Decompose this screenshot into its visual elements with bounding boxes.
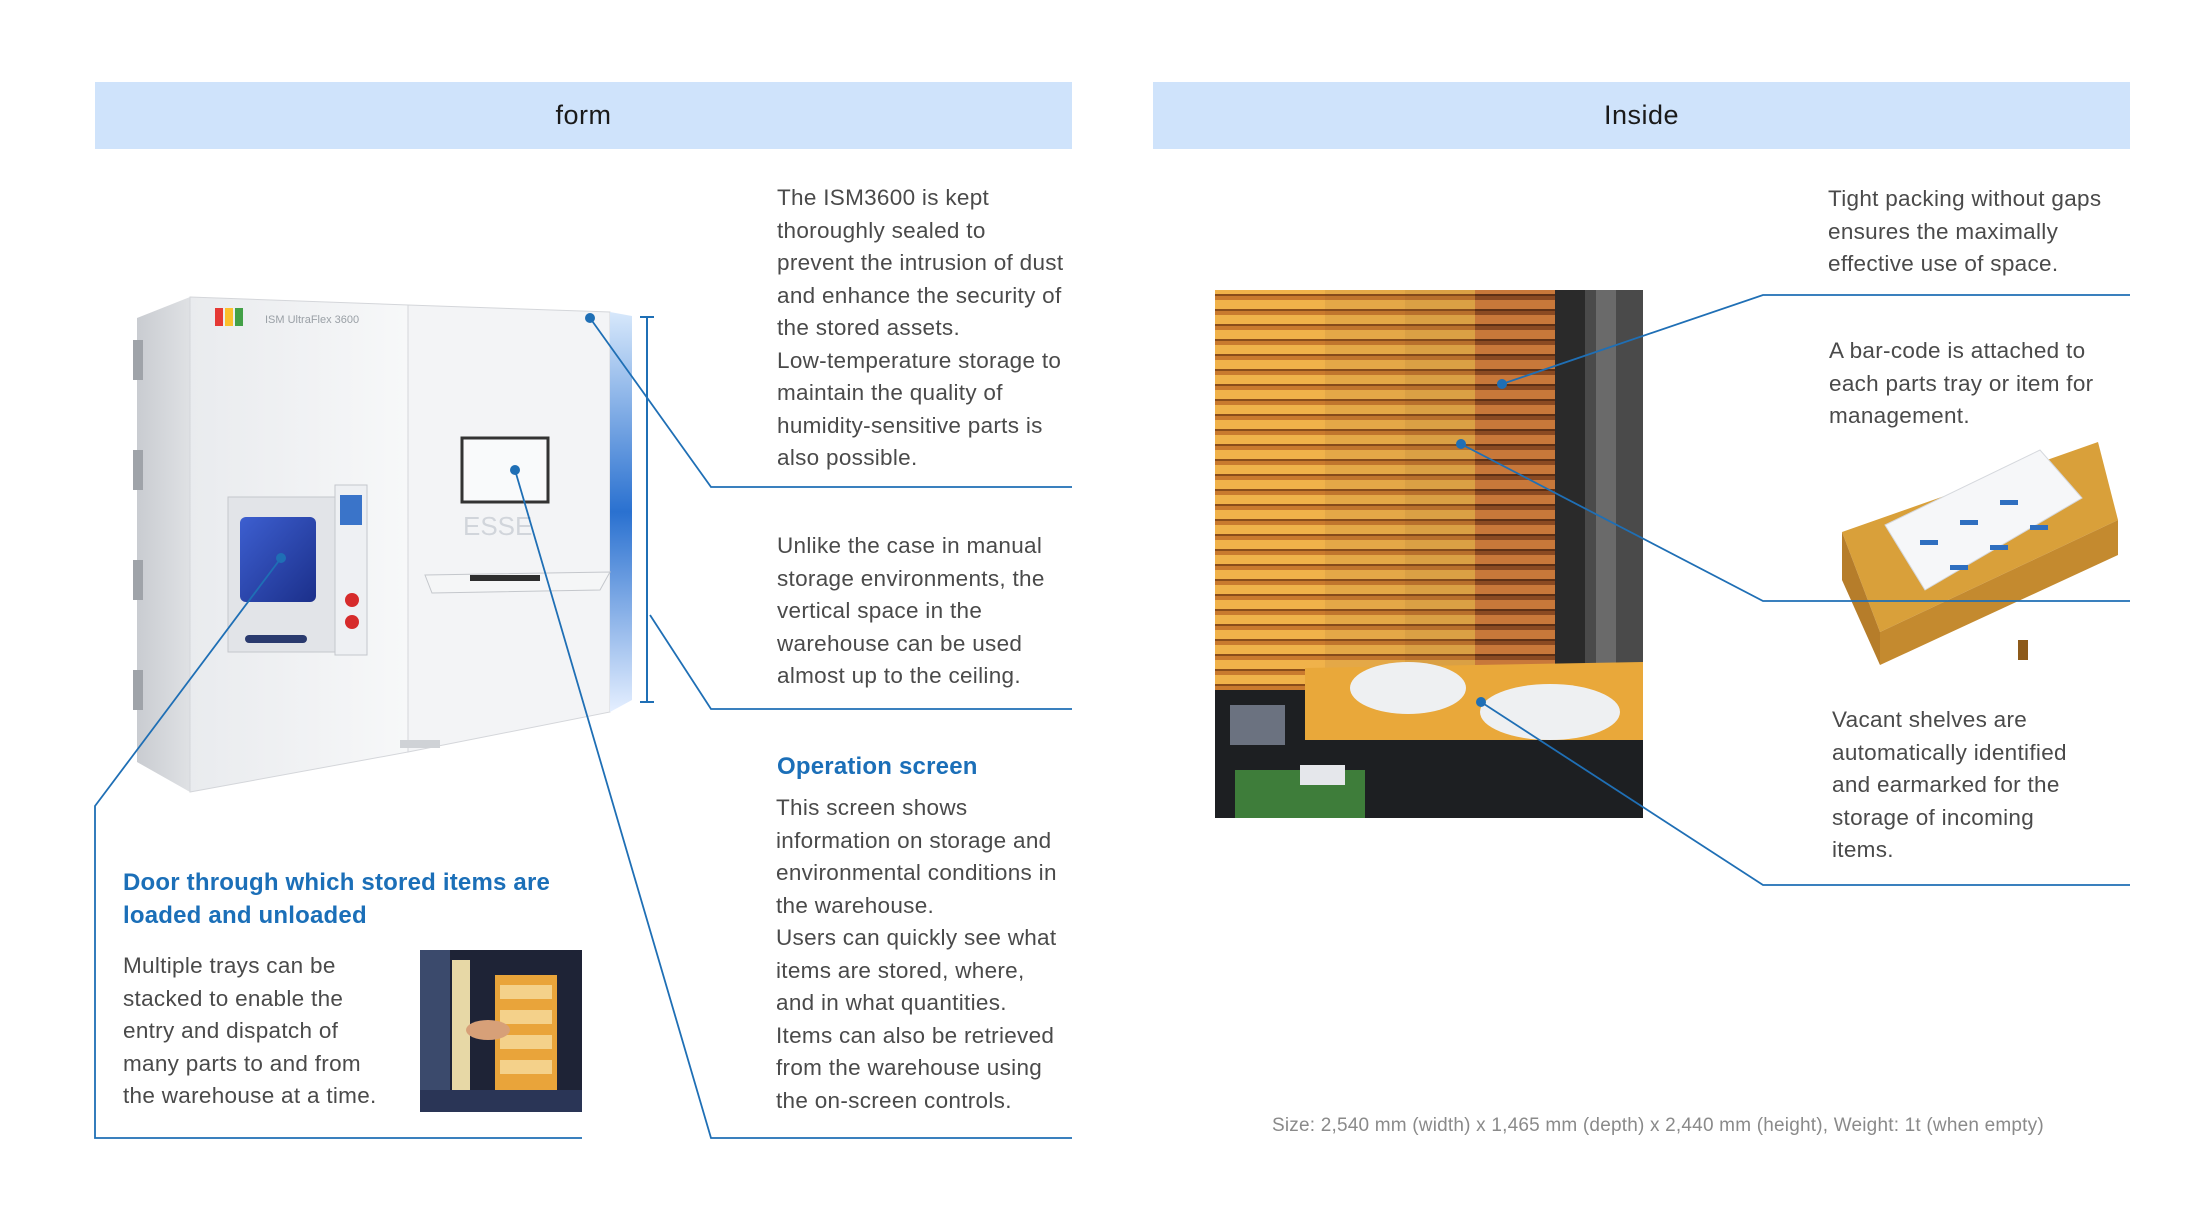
ism3600-machine-image: ISM UltraFlex 3600 ESSE — [133, 296, 632, 793]
size-weight-specs: Size: 2,540 mm (width) x 1,465 mm (depth… — [1272, 1115, 2044, 1136]
machine-brand-text: ESSE — [463, 511, 532, 541]
tray-loading-photo — [420, 950, 582, 1112]
vertical-space-description: Unlike the case in manual storage enviro… — [777, 533, 1045, 688]
storage-interior-photo — [1215, 290, 1643, 818]
barcode-tray-photo — [1842, 442, 2118, 665]
tight-packing-description: Tight packing without gaps ensures the m… — [1828, 186, 2102, 276]
section-header-inside: Inside — [1153, 82, 2130, 149]
section-header-form: form — [95, 82, 1072, 149]
door-description: Multiple trays can be stacked to enable … — [123, 953, 377, 1108]
operation-screen-heading: Operation screen — [777, 753, 978, 780]
sealed-description: The ISM3600 is kept thoroughly sealed to… — [777, 185, 1064, 470]
operation-screen-description: This screen shows information on storage… — [776, 795, 1057, 1113]
operation-screen — [460, 436, 550, 504]
door-heading: Door through which stored items are load… — [123, 869, 551, 929]
callout-lines — [94, 294, 2130, 1139]
machine-model-label: ISM UltraFlex 3600 — [265, 314, 359, 326]
vacant-shelves-description: Vacant shelves are automatically identif… — [1832, 707, 2067, 862]
barcode-description: A bar-code is attached to each parts tra… — [1829, 338, 2094, 428]
